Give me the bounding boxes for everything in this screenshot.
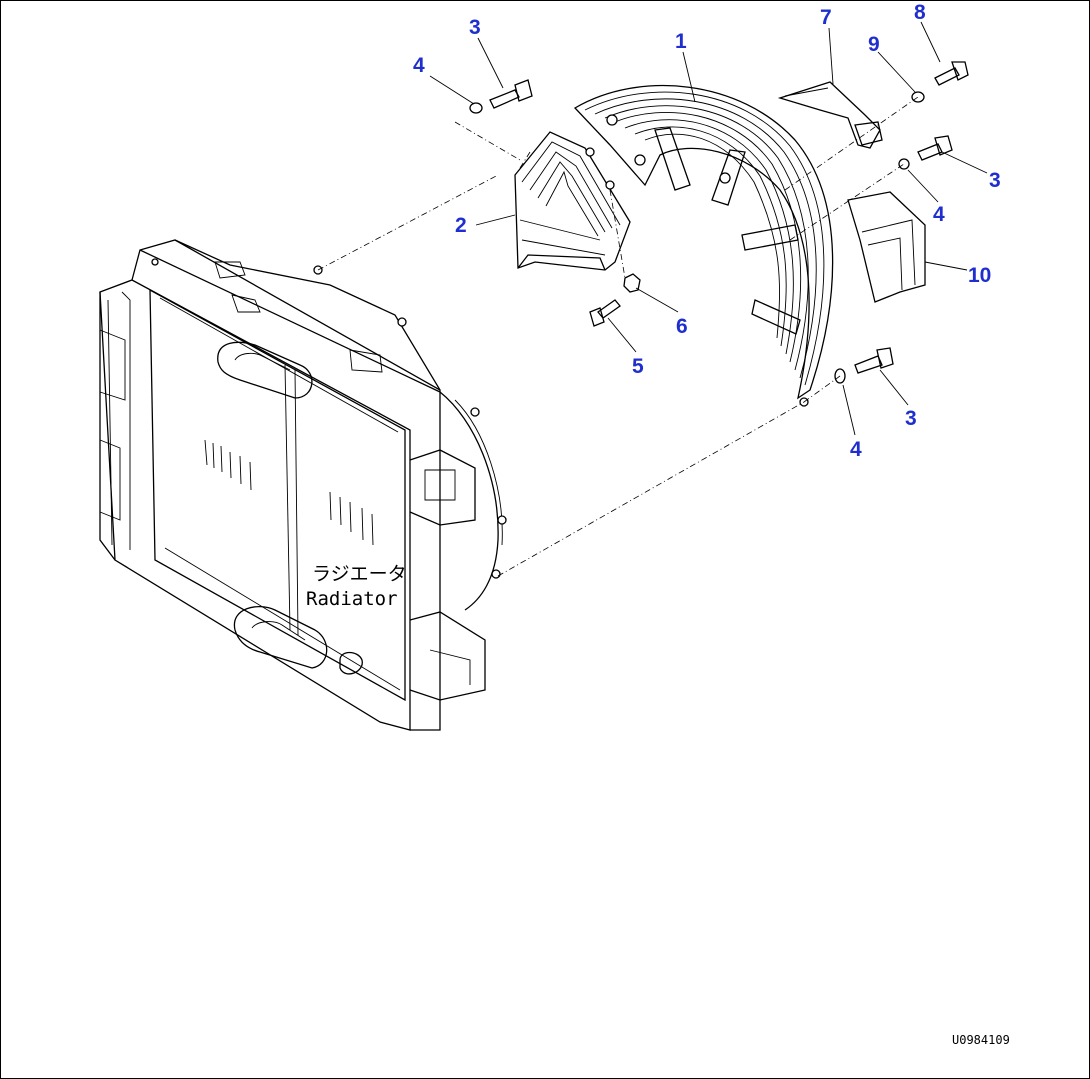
callout-3-top-left: 3	[469, 16, 481, 39]
callout-7: 7	[820, 6, 832, 29]
fan-guard	[573, 84, 834, 407]
callout-6: 6	[676, 315, 688, 338]
alignment-lines	[317, 96, 919, 577]
leader-lines	[429, 21, 988, 436]
callout-5: 5	[632, 355, 644, 378]
cover-plate	[847, 191, 926, 303]
stay-bracket	[777, 81, 883, 149]
callout-1: 1	[675, 30, 687, 53]
callout-8: 8	[914, 1, 926, 24]
callout-4-lower-right: 4	[850, 438, 862, 461]
drawing-code: U0984109	[952, 1033, 1010, 1047]
callout-10: 10	[968, 264, 991, 287]
fasteners	[469, 61, 969, 384]
radiator-label-en: Radiator	[306, 588, 398, 610]
callout-4-top-left: 4	[413, 54, 425, 77]
fan-guard-lower	[514, 131, 631, 271]
radiator-label-jp: ラジエータ	[312, 563, 407, 585]
callout-9: 9	[868, 33, 880, 56]
radiator-assembly	[99, 239, 507, 731]
callout-2: 2	[455, 214, 467, 237]
callout-4-right: 4	[933, 203, 945, 226]
callout-3-lower-right: 3	[905, 407, 917, 430]
callout-3-right: 3	[989, 169, 1001, 192]
